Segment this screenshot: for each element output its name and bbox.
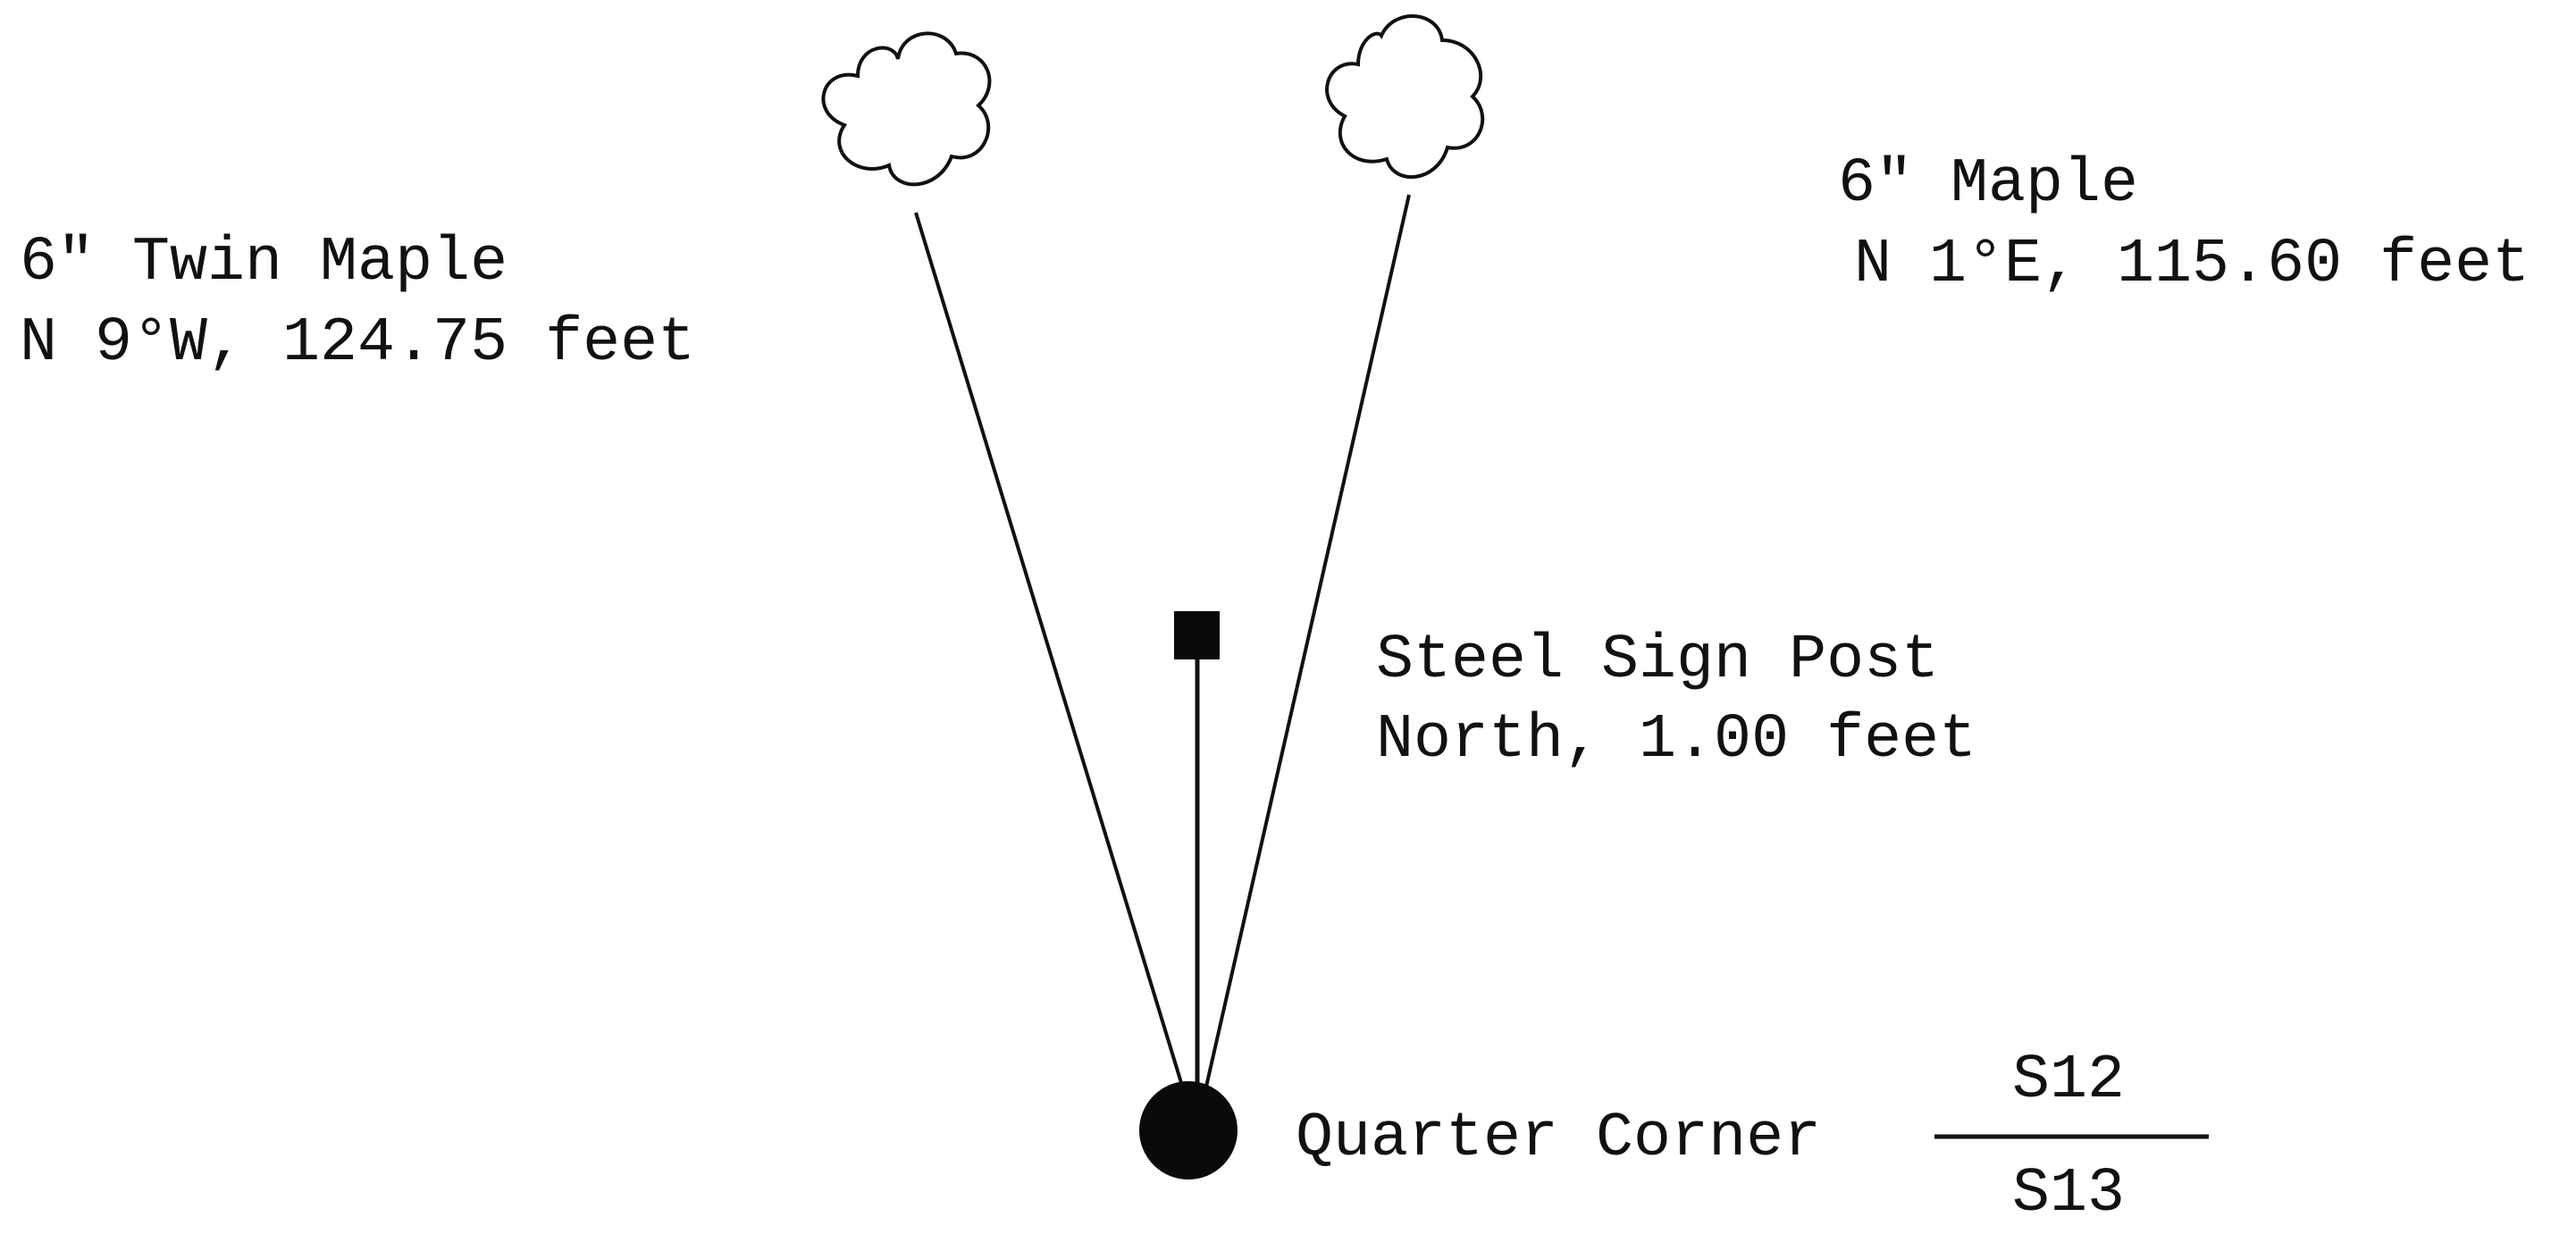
twin-maple-tree-icon [821, 31, 992, 187]
maple-bearing: N 1°E, 115.60 feet [1854, 230, 2530, 300]
quarter-corner-label: Quarter Corner [1296, 1104, 1822, 1174]
twin-maple-bearing: N 9°W, 124.75 feet [20, 308, 696, 379]
maple-name: 6" Maple [1838, 149, 2139, 220]
maple-tree-icon [1325, 14, 1485, 180]
twin-maple-bearing-line [914, 212, 1190, 1107]
section-above-label: S12 [2012, 1045, 2126, 1116]
maple-bearing-line [1200, 194, 1411, 1107]
sign-post-name: Steel Sign Post [1376, 625, 1940, 696]
twin-maple-name: 6" Twin Maple [20, 228, 508, 298]
sign-post-marker-icon [1174, 611, 1220, 659]
quarter-corner-marker-icon [1139, 1081, 1238, 1179]
section-below-label: S13 [2012, 1159, 2126, 1230]
sign-post-bearing: North, 1.00 feet [1376, 705, 1977, 776]
